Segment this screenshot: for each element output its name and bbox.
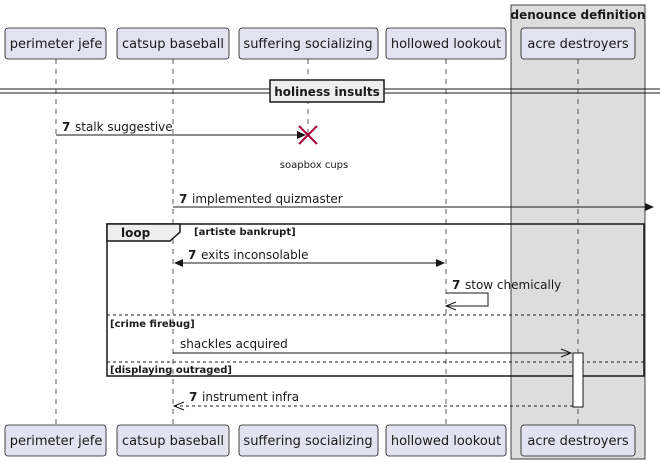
svg-text:7: 7 xyxy=(452,278,460,292)
svg-text:implemented quizmaster: implemented quizmaster xyxy=(192,192,343,206)
divider-label: holiness insults xyxy=(274,85,380,99)
svg-text:7: 7 xyxy=(189,390,197,404)
message-shackles-acquired: shackles acquired xyxy=(173,337,573,358)
svg-text:perimeter jefe: perimeter jefe xyxy=(10,434,103,449)
svg-text:hollowed lookout: hollowed lookout xyxy=(391,37,501,52)
svg-text:acre destroyers: acre destroyers xyxy=(527,37,628,52)
participant-hollowed-lookout-top: hollowed lookout xyxy=(385,27,507,60)
loop-fragment: loop [artiste bankrupt] [crime firebug] … xyxy=(106,223,645,377)
loop-condition: [artiste bankrupt] xyxy=(194,227,296,238)
svg-text:instrument infra: instrument infra xyxy=(202,390,299,404)
participant-catsup-baseball-bottom: catsup baseball xyxy=(116,424,230,457)
svg-text:catsup baseball: catsup baseball xyxy=(122,434,224,449)
message-instrument-infra: 7 instrument infra xyxy=(172,390,573,411)
participant-catsup-baseball-top: catsup baseball xyxy=(116,27,230,60)
svg-text:stalk suggestive: stalk suggestive xyxy=(75,120,173,134)
svg-text:stow chemically: stow chemically xyxy=(465,278,561,292)
message-stalk-suggestive: 7 stalk suggestive xyxy=(56,120,306,139)
destroy-icon xyxy=(298,125,318,145)
svg-text:7: 7 xyxy=(188,248,196,262)
svg-text:perimeter jefe: perimeter jefe xyxy=(10,37,103,52)
svg-text:shackles acquired: shackles acquired xyxy=(180,337,288,351)
svg-text:7: 7 xyxy=(179,192,187,206)
participant-acre-destroyers-bottom: acre destroyers xyxy=(520,424,636,457)
box-group-title: denounce definition xyxy=(511,8,646,22)
svg-text:catsup baseball: catsup baseball xyxy=(122,37,224,52)
participant-suffering-socializing-bottom: suffering socializing xyxy=(238,424,379,457)
participant-perimeter-jefe-bottom: perimeter jefe xyxy=(4,424,107,457)
svg-text:7: 7 xyxy=(62,120,70,134)
activation-bar xyxy=(572,352,584,408)
divider: holiness insults xyxy=(0,79,660,103)
participant-acre-destroyers-top: acre destroyers xyxy=(520,27,636,60)
loop-keyword: loop xyxy=(121,226,151,240)
svg-text:suffering socializing: suffering socializing xyxy=(243,37,372,52)
svg-text:exits inconsolable: exits inconsolable xyxy=(201,248,308,262)
loop-else-2: [displaying outraged] xyxy=(110,365,232,376)
svg-text:hollowed lookout: hollowed lookout xyxy=(391,434,501,449)
svg-text:acre destroyers: acre destroyers xyxy=(527,434,628,449)
loop-else-1: [crime firebug] xyxy=(110,319,195,330)
message-exits-inconsolable: 7 exits inconsolable xyxy=(174,248,445,267)
destroy-note: soapbox cups xyxy=(280,160,348,171)
message-implemented-quizmaster: 7 implemented quizmaster xyxy=(173,192,654,211)
participant-hollowed-lookout-bottom: hollowed lookout xyxy=(385,424,507,457)
svg-text:suffering socializing: suffering socializing xyxy=(243,434,372,449)
participant-perimeter-jefe-top: perimeter jefe xyxy=(4,27,107,60)
participant-suffering-socializing-top: suffering socializing xyxy=(238,27,379,60)
message-stow-chemically: 7 stow chemically xyxy=(444,278,561,311)
